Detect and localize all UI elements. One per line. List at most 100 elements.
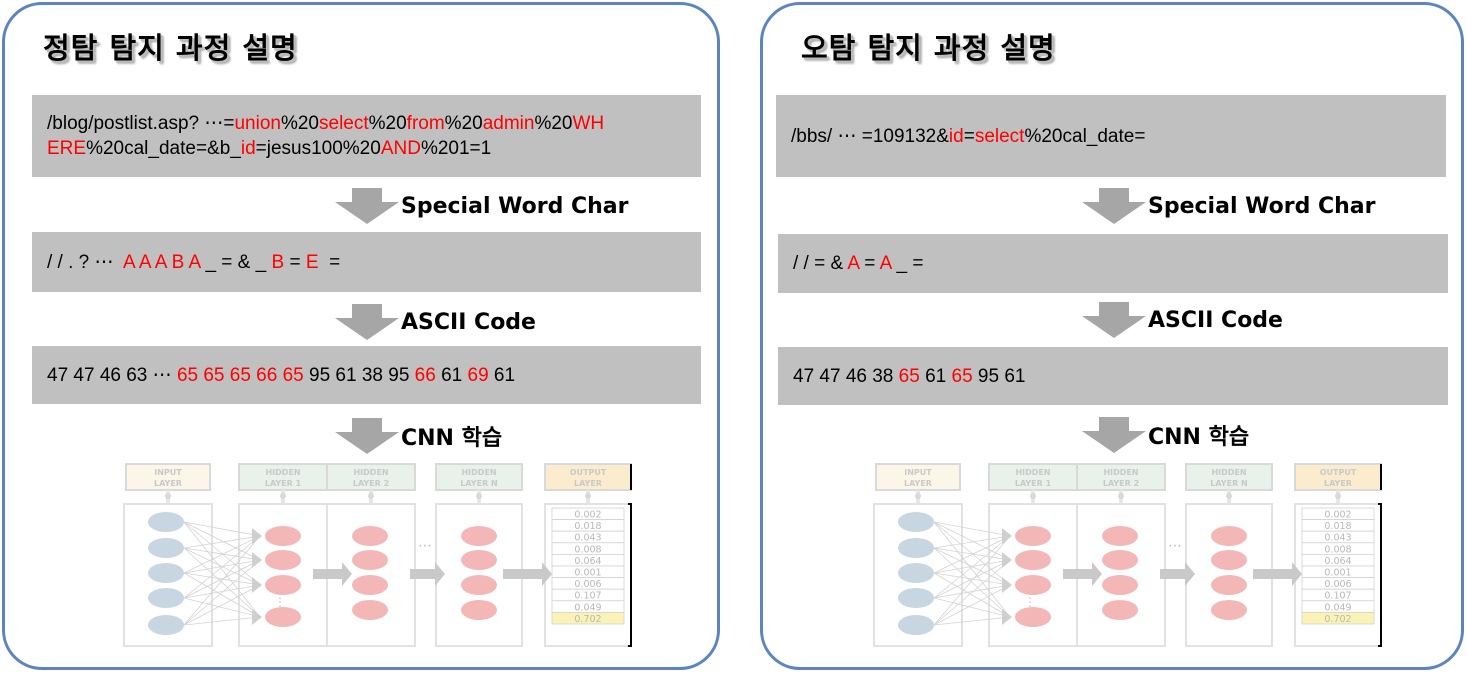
text-segment: = (284, 251, 306, 273)
layer-label-text: LAYER (904, 479, 932, 488)
text-segment: = (859, 253, 880, 274)
output-value: 0.008 (1324, 544, 1351, 555)
connection-line (183, 597, 261, 618)
block-arrow (313, 562, 352, 586)
step-special: Special Word Char (1082, 188, 1376, 224)
input-node (148, 512, 184, 532)
text-segment: %201=1 (420, 138, 492, 159)
output-value: 0.049 (1324, 602, 1351, 613)
block-arrow (503, 562, 552, 586)
text-segment: _ = & _ (200, 251, 272, 273)
layer-label-box (544, 463, 632, 491)
connection-line (183, 584, 261, 599)
block-arrow (410, 562, 445, 586)
keyword-highlight: admin (482, 113, 535, 134)
output-value: 0.001 (1324, 568, 1351, 579)
hidden-node (265, 550, 301, 570)
connection-line (183, 521, 261, 537)
input-node (898, 615, 934, 635)
panel-title: 정탐 탐지 과정 설명 (43, 31, 298, 65)
keyword-highlight: E (305, 251, 319, 273)
url-box: /bbs/ ⋯ =109132&id=select%20cal_date= (776, 95, 1446, 177)
output-value: 0.043 (1324, 533, 1351, 544)
layer-label-text: LAYER 2 (353, 479, 389, 488)
hidden-node (1015, 526, 1051, 546)
hidden-node (1015, 550, 1051, 570)
hidden-node (265, 607, 301, 627)
input-node (148, 563, 184, 583)
connection-line (183, 559, 261, 599)
hidden-node (352, 575, 388, 595)
layer-label-input: INPUT LAYER (875, 463, 961, 491)
step-ascii: ASCII Code (335, 304, 536, 340)
ascii-box: 47 47 46 63 ⋯ 65 65 65 66 65 95 61 38 95… (32, 346, 701, 404)
step-ascii: ASCII Code (1082, 302, 1283, 338)
keyword-highlight: A A A B A (123, 251, 201, 273)
down-arrow-icon (1082, 417, 1146, 453)
hidden-node (1211, 600, 1247, 620)
text-segment: 61 (488, 364, 516, 386)
output-value: 0.049 (574, 602, 601, 613)
output-value: 0.002 (574, 510, 601, 521)
text-segment: /bbs/ ⋯ =109132& (791, 125, 949, 147)
input-node (148, 588, 184, 608)
output-value: 0.064 (574, 556, 601, 567)
connection-line (183, 535, 261, 626)
step-special: Special Word Char (335, 188, 629, 224)
connection-line (933, 572, 1011, 618)
text-segment: = (318, 251, 341, 273)
connection-line (933, 584, 1011, 599)
keyword-highlight: B (271, 251, 285, 273)
hidden-node (461, 600, 497, 620)
connection-line (183, 535, 261, 574)
connection-line (933, 559, 1011, 626)
layer-label-box (238, 463, 328, 491)
input-node (148, 538, 184, 558)
layer-label-text: LAYER N (1210, 479, 1247, 488)
output-cell (551, 611, 625, 625)
step-label: ASCII Code (401, 309, 536, 335)
connection-line (183, 521, 261, 586)
output-value: 0.043 (574, 533, 601, 544)
connector-dot (280, 493, 286, 499)
layer-label-text: HIDDEN (1015, 468, 1050, 477)
text-segment: %20 (368, 113, 407, 134)
connection-line (933, 535, 1011, 599)
down-arrow-icon (335, 304, 399, 340)
output-value: 0.107 (574, 591, 601, 602)
url-line-1: /bbs/ ⋯ =109132&id=select%20cal_date= (791, 124, 1446, 149)
layer-label-text: HIDDEN (353, 468, 388, 477)
text-segment: /blog/postlist.asp? ⋯= (47, 113, 235, 134)
output-value: 0.008 (574, 544, 601, 555)
layer-label-text: LAYER 1 (265, 479, 302, 488)
step-label: CNN 학습 (1148, 425, 1250, 450)
block-arrow (1160, 562, 1195, 586)
connection-line (933, 547, 1011, 561)
connection-line (183, 535, 261, 549)
keyword-highlight: A (847, 253, 860, 274)
text-segment: %20cal_date=&b_ (86, 138, 241, 159)
text-segment: %20 (444, 113, 483, 134)
layer-label-text: INPUT (904, 468, 932, 477)
vertical-ellipsis: ⋮ (274, 595, 286, 609)
layer-label-hidden1: HIDDEN LAYER 1 (988, 463, 1078, 491)
layer-label-text: LAYER 1 (1015, 479, 1052, 488)
hidden-node (461, 526, 497, 546)
connection-line (183, 547, 261, 561)
special-char-box: / / = & A = A _ = (778, 234, 1448, 293)
text-segment: =jesus100%20 (255, 138, 381, 159)
keyword-highlight: 69 (467, 364, 489, 386)
hidden-node (1015, 575, 1051, 595)
arrowhead (252, 577, 262, 593)
keyword-highlight: A (879, 253, 892, 274)
step-label: Special Word Char (1148, 193, 1376, 219)
layer-label-text: LAYER (574, 479, 602, 488)
text-segment: 47 47 46 38 (793, 365, 899, 387)
layer-label-text: LAYER 2 (1103, 479, 1139, 488)
layer-ellipsis: ⋯ (418, 538, 432, 554)
connection-line (933, 547, 1011, 618)
